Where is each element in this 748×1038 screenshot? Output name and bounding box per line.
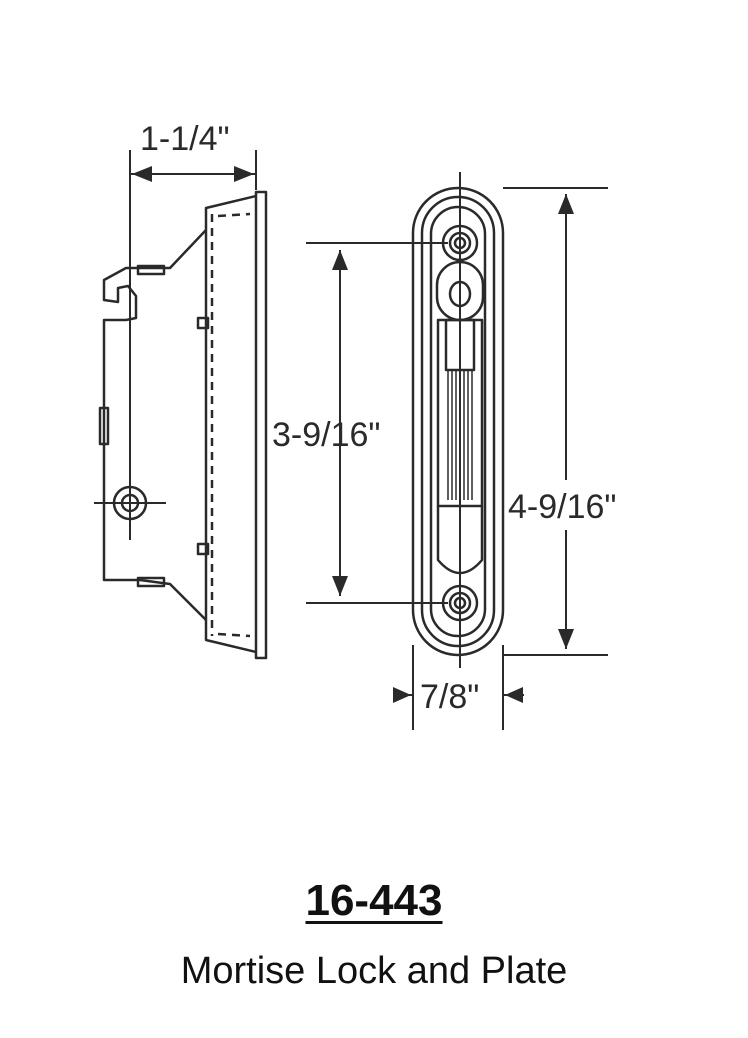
part-number: 16-443 bbox=[0, 876, 748, 926]
dim-depth-label: 1-1/4" bbox=[140, 120, 230, 158]
part-description: Mortise Lock and Plate bbox=[180, 950, 568, 992]
dim-plate-width-label: 7/8" bbox=[420, 678, 479, 716]
dim-plate-height-label: 4-9/16" bbox=[508, 488, 616, 526]
plate-front-view bbox=[306, 172, 608, 730]
part-number-text: 16-443 bbox=[305, 876, 443, 925]
dim-hole-spacing-label: 3-9/16" bbox=[272, 416, 380, 454]
lock-side-view bbox=[94, 150, 268, 660]
